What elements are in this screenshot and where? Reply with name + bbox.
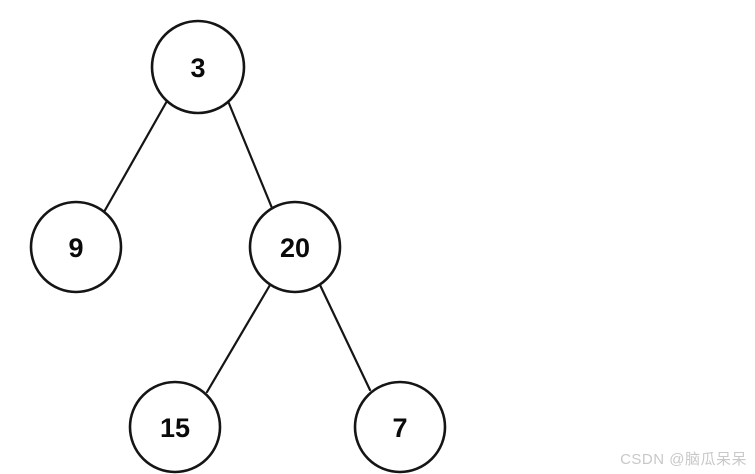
node-right-left[interactable]: 15: [128, 380, 222, 474]
node-right[interactable]: 20: [248, 200, 342, 294]
node-label-left: 9: [68, 233, 83, 263]
node-circle-right: [248, 200, 342, 294]
node-left[interactable]: 9: [29, 200, 123, 294]
node-circle-right-left: [128, 380, 222, 474]
edge-20-7: [318, 283, 372, 392]
node-label-right: 20: [280, 233, 310, 263]
node-circle-root: [150, 19, 246, 115]
node-label-right-right: 7: [392, 413, 407, 443]
node-circle-right-right: [353, 380, 447, 474]
edge-group: [102, 99, 372, 394]
node-right-right[interactable]: 7: [353, 380, 447, 474]
node-group: 3 9 20 15 7: [29, 19, 447, 474]
edge-3-9: [102, 99, 169, 214]
watermark: CSDN @脑瓜呆呆: [620, 451, 747, 468]
node-root[interactable]: 3: [150, 19, 246, 115]
edge-3-20: [226, 99, 274, 210]
node-circle-left: [29, 200, 123, 294]
node-label-root: 3: [190, 53, 205, 83]
edge-20-15: [205, 283, 272, 394]
node-label-right-left: 15: [160, 413, 190, 443]
